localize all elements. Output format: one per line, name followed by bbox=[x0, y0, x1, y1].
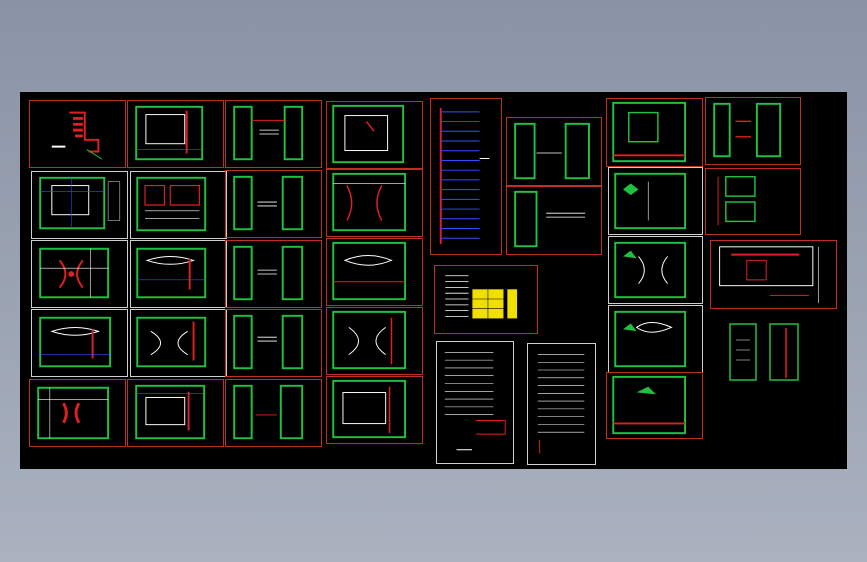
sheet-drawing bbox=[233, 314, 304, 370]
sheet-plan-s2[interactable] bbox=[506, 185, 602, 255]
sheet-plan-a2[interactable] bbox=[31, 171, 128, 239]
sheet-drawing bbox=[51, 111, 103, 160]
sheet-drawing bbox=[729, 323, 757, 381]
sheet-drawing bbox=[332, 310, 407, 370]
sheet-drawing bbox=[39, 316, 112, 368]
sheet-drawing bbox=[332, 172, 407, 232]
sheet-schedule-1[interactable] bbox=[436, 341, 514, 464]
sheet-plan-d4[interactable] bbox=[326, 307, 423, 375]
sheet-drawing bbox=[537, 354, 585, 454]
cad-model-space[interactable] bbox=[20, 92, 847, 469]
sheet-plan-d5[interactable] bbox=[326, 376, 423, 444]
sheet-plan-a4[interactable] bbox=[31, 309, 128, 377]
sheet-plan-a3[interactable] bbox=[31, 240, 128, 308]
sheet-schedule-2[interactable] bbox=[527, 343, 596, 465]
sheet-plan-b1[interactable] bbox=[127, 100, 224, 168]
sheet-drawing bbox=[136, 176, 207, 232]
sheet-drawing bbox=[614, 310, 687, 368]
sheet-drawing bbox=[769, 323, 799, 381]
sheet-plan-d3[interactable] bbox=[326, 238, 423, 306]
sheet-detail-4[interactable] bbox=[726, 320, 760, 384]
sheet-plan-s1[interactable] bbox=[506, 117, 602, 187]
sheet-drawing bbox=[332, 104, 405, 164]
sheet-detail-2[interactable] bbox=[705, 168, 801, 235]
sheet-plan-c1[interactable] bbox=[225, 100, 322, 168]
sheet-system-diagram[interactable] bbox=[430, 98, 502, 255]
sheet-drawing bbox=[233, 245, 304, 301]
sheet-plan-b5[interactable] bbox=[127, 379, 224, 447]
sheet-drawing bbox=[233, 175, 304, 231]
sheet-plan-c2[interactable] bbox=[225, 170, 322, 238]
sheet-plan-e1[interactable] bbox=[606, 98, 703, 167]
sheet-title-diagram[interactable] bbox=[29, 100, 126, 168]
sheet-drawing bbox=[717, 176, 756, 226]
sheet-detail-1[interactable] bbox=[705, 97, 801, 165]
sheet-plan-e2[interactable] bbox=[608, 167, 703, 235]
sheet-drawing bbox=[233, 384, 304, 440]
sheet-drawing bbox=[719, 246, 819, 304]
sheet-drawing bbox=[136, 316, 207, 368]
sheet-drawing bbox=[135, 105, 204, 161]
sheet-drawing bbox=[713, 102, 782, 158]
sheet-plan-b4[interactable] bbox=[130, 309, 227, 377]
sheet-drawing bbox=[514, 122, 590, 180]
sheet-plan-e4[interactable] bbox=[608, 305, 703, 373]
sheet-drawing bbox=[233, 105, 304, 161]
sheet-drawing bbox=[612, 375, 687, 435]
sheet-plan-e5[interactable] bbox=[606, 372, 703, 439]
sheet-legend-table[interactable] bbox=[434, 265, 538, 334]
sheet-drawing bbox=[439, 107, 490, 245]
sheet-drawing bbox=[514, 190, 586, 248]
sheet-drawing bbox=[39, 176, 121, 230]
sheet-plan-d1[interactable] bbox=[326, 101, 423, 169]
sheet-detail-5[interactable] bbox=[766, 320, 802, 384]
sheet-plan-d2[interactable] bbox=[326, 169, 423, 237]
sheet-drawing bbox=[37, 386, 110, 440]
sheet-plan-c3[interactable] bbox=[225, 240, 322, 308]
sheet-drawing bbox=[332, 379, 407, 439]
sheet-drawing bbox=[39, 247, 110, 299]
sheet-drawing bbox=[444, 352, 506, 451]
sheet-drawing bbox=[332, 241, 407, 301]
sheet-plan-c5[interactable] bbox=[225, 379, 322, 447]
sheet-plan-e3[interactable] bbox=[608, 236, 703, 304]
sheet-plan-b2[interactable] bbox=[130, 171, 227, 239]
sheet-drawing bbox=[135, 384, 206, 440]
sheet-drawing bbox=[614, 172, 687, 230]
sheet-drawing bbox=[136, 247, 207, 299]
sheet-drawing bbox=[445, 275, 518, 319]
sheet-drawing bbox=[612, 101, 687, 163]
sheet-plan-a5[interactable] bbox=[29, 379, 126, 447]
sheet-detail-3[interactable] bbox=[710, 240, 837, 309]
sheet-drawing bbox=[614, 241, 687, 299]
sheet-plan-c4[interactable] bbox=[225, 309, 322, 377]
sheet-plan-b3[interactable] bbox=[130, 240, 227, 308]
